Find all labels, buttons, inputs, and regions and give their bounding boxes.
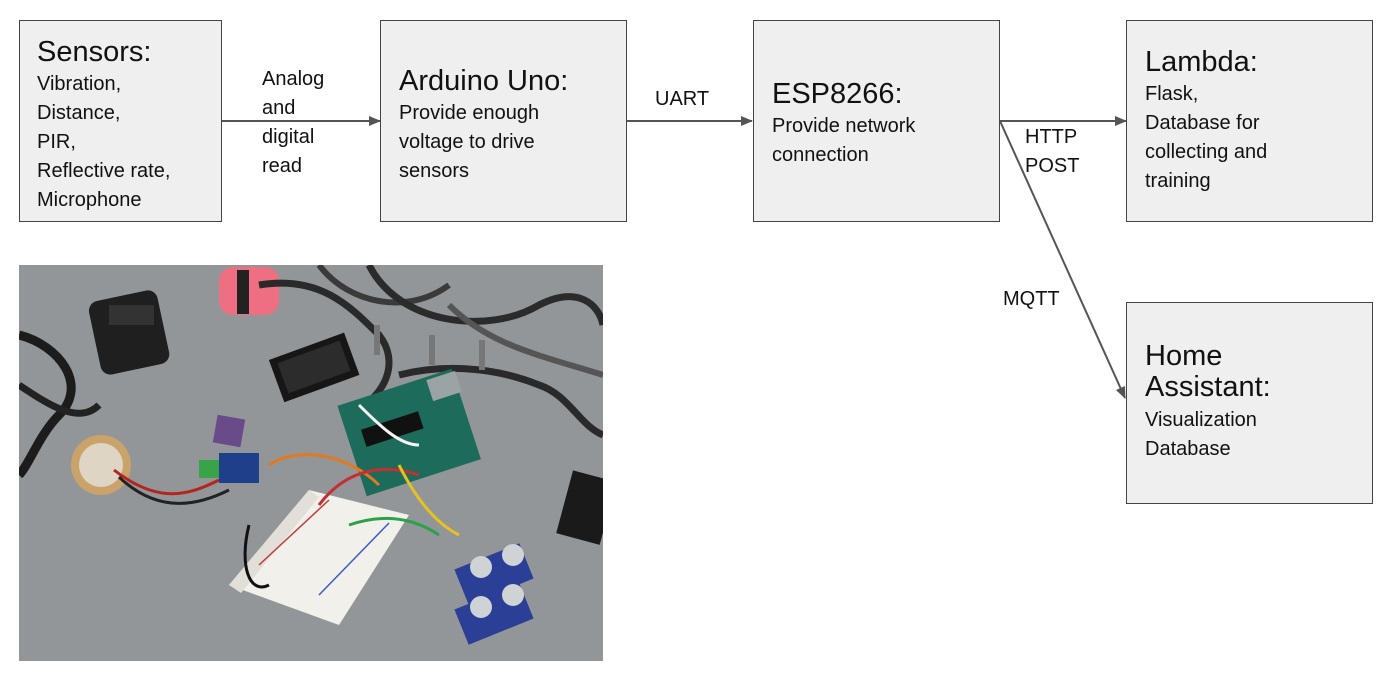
edge-label-http-post: HTTP POST <box>1025 126 1080 177</box>
node-arduino-title: Arduino Uno: <box>399 65 569 97</box>
edge-label-mqtt: MQTT <box>1003 288 1060 310</box>
node-sensors: Sensors: Vibration, Distance, PIR, Refle… <box>19 20 222 222</box>
node-esp8266-body: Provide network connection <box>772 115 916 167</box>
node-home-assistant: Home Assistant: Visualization Database <box>1126 302 1373 504</box>
edge-label-uart: UART <box>655 88 710 110</box>
arrow-esp-to-home-assistant <box>999 120 1126 399</box>
node-home-assistant-title: Home Assistant: <box>1145 340 1271 404</box>
node-sensors-title: Sensors: <box>37 36 152 68</box>
node-lambda: Lambda: Flask, Database for collecting a… <box>1126 20 1373 222</box>
node-home-assistant-body: Visualization Database <box>1145 408 1257 460</box>
node-arduino-body: Provide enough voltage to drive sensors <box>399 102 540 183</box>
node-sensors-body: Vibration, Distance, PIR, Reflective rat… <box>37 73 171 212</box>
node-lambda-title: Lambda: <box>1145 46 1258 78</box>
edge-label-analog-digital: Analog and digital read <box>262 68 325 177</box>
node-esp8266: ESP8266: Provide network connection <box>753 20 1000 222</box>
hardware-photo-illustration <box>19 265 603 661</box>
node-esp8266-title: ESP8266: <box>772 78 903 110</box>
node-lambda-body: Flask, Database for collecting and train… <box>1145 83 1268 193</box>
node-arduino: Arduino Uno: Provide enough voltage to d… <box>380 20 627 222</box>
hardware-setup-photo <box>19 265 603 661</box>
